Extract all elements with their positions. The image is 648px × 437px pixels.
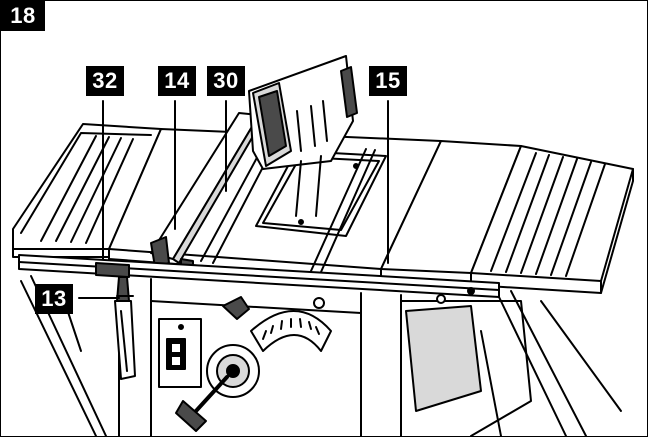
callout-15: 15	[369, 66, 407, 96]
callout-14: 14	[158, 66, 196, 96]
callout-32: 32	[86, 66, 124, 96]
blade-guard	[248, 55, 358, 217]
right-extension-table	[380, 140, 634, 294]
callout-leaders	[78, 100, 389, 299]
fence-lock-handle	[114, 276, 136, 380]
rip-fence	[150, 112, 264, 272]
right-legs	[480, 290, 622, 436]
bevel-adjust-assembly	[175, 296, 332, 432]
figure-number: 18	[1, 1, 45, 31]
power-switch-box	[158, 318, 202, 388]
callout-30: 30	[207, 66, 245, 96]
callout-13: 13	[35, 284, 73, 314]
front-rail	[18, 254, 500, 298]
